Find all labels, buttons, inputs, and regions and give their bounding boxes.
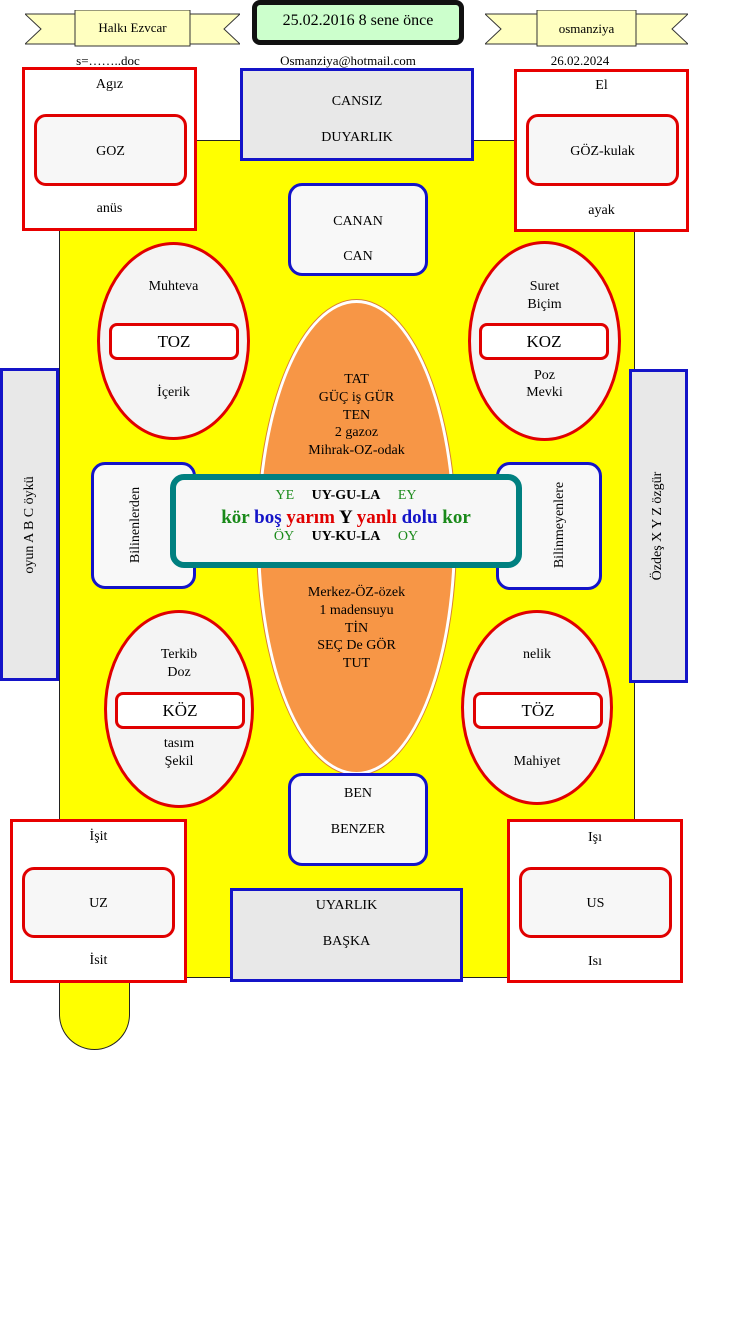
header-title-box bbox=[252, 0, 464, 45]
ellipse-lower-left-top1: Terkib bbox=[160, 647, 198, 662]
corner-top-right-inner-box bbox=[526, 114, 679, 186]
ellipse-upper-left-inner-box bbox=[109, 323, 239, 360]
oval-lower-3: TİN bbox=[344, 621, 369, 636]
right-banner-label: osmanziya bbox=[558, 21, 615, 36]
center-row1-right: EY bbox=[397, 488, 417, 503]
ellipse-lower-right-inner: TÖZ bbox=[521, 701, 555, 720]
center-word-yanli: yanlı bbox=[356, 507, 397, 528]
ellipse-upper-right-bottom2: Mevki bbox=[526, 385, 563, 400]
left-banner-scroll bbox=[25, 10, 240, 47]
corner-bottom-right-bottom: Isı bbox=[588, 954, 602, 969]
corner-top-right-top: El bbox=[595, 78, 608, 93]
center-row3: ÖY UY-KU-LA OY bbox=[170, 528, 522, 545]
oval-lower-5: TUT bbox=[342, 656, 371, 671]
upper-small-box bbox=[288, 183, 428, 276]
center-word-y: Y bbox=[338, 507, 352, 528]
top-center-line1: CANSIZ bbox=[331, 94, 383, 109]
ellipse-upper-right-top1: Suret bbox=[529, 279, 560, 294]
lower-small-line1: BEN bbox=[344, 786, 372, 801]
top-center-line2: DUYARLIK bbox=[321, 130, 393, 145]
corner-bottom-right-top: Işı bbox=[588, 830, 602, 845]
upper-small-line2: CAN bbox=[343, 249, 373, 264]
mid-left-label: Bilinenlerden bbox=[128, 486, 143, 564]
oval-lower-4: SEÇ De GÖR bbox=[317, 638, 396, 653]
corner-bottom-left-top: İşit bbox=[89, 829, 108, 844]
oval-upper-2: GÜÇ iş GÜR bbox=[318, 390, 395, 405]
far-left-label: oyun A B C öykü bbox=[22, 476, 37, 574]
left-banner-label: Halkı Ezvcar bbox=[98, 20, 167, 35]
corner-bottom-right-inner: US bbox=[586, 896, 605, 911]
ellipse-upper-right-bottom1: Poz bbox=[534, 368, 555, 383]
bottom-center-line2: BAŞKA bbox=[322, 934, 371, 949]
mid-right-label: Bilinmeyenlere bbox=[552, 481, 567, 569]
header-right-sub: 26.02.2024 bbox=[550, 53, 610, 68]
far-right-box bbox=[629, 369, 688, 683]
corner-top-right-inner: GÖZ-kulak bbox=[570, 144, 635, 159]
ellipse-lower-left-bottom2: Şekil bbox=[164, 754, 194, 769]
center-word-bos: boş bbox=[254, 507, 282, 528]
ellipse-lower-right-top: nelik bbox=[523, 647, 551, 662]
ellipse-lower-left-inner: KÖZ bbox=[162, 701, 198, 720]
header-email: Osmanziya@hotmail.com bbox=[280, 53, 416, 68]
ellipse-upper-left-top: Muhteva bbox=[148, 279, 199, 294]
bottom-center-line1: UYARLIK bbox=[315, 898, 378, 913]
ellipse-upper-right-top2: Biçim bbox=[527, 297, 562, 312]
center-word-dolu: dolu bbox=[401, 507, 438, 528]
center-row1-left: YE bbox=[275, 488, 295, 503]
far-right-label: Özdeş X Y Z özgür bbox=[650, 471, 665, 581]
center-box bbox=[170, 474, 522, 568]
oval-upper-1: TAT bbox=[344, 372, 369, 387]
far-left-box bbox=[0, 368, 59, 681]
corner-top-right-bottom: ayak bbox=[588, 203, 615, 218]
ellipse-lower-right-bottom: Mahiyet bbox=[513, 754, 561, 769]
ellipse-upper-right-inner-box bbox=[479, 323, 609, 360]
center-row3-right: OY bbox=[397, 529, 419, 544]
oval-lower-1: Merkez-ÖZ-özek bbox=[307, 585, 406, 600]
corner-top-left-inner-box bbox=[34, 114, 187, 186]
corner-bottom-right-inner-box bbox=[519, 867, 672, 938]
center-row3-mid: UY-KU-LA bbox=[311, 529, 381, 544]
corner-top-left-top: Agız bbox=[95, 77, 124, 92]
center-word-kor1: kör bbox=[221, 507, 250, 528]
corner-top-left-bottom: anüs bbox=[96, 201, 123, 216]
header-title: 25.02.2016 8 sene önce bbox=[282, 12, 434, 29]
corner-bottom-left-inner-box bbox=[22, 867, 175, 938]
center-row3-left: ÖY bbox=[273, 529, 295, 544]
ellipse-lower-left-top2: Doz bbox=[167, 665, 191, 680]
center-word-kor2: kor bbox=[442, 507, 471, 528]
oval-upper-3: TEN bbox=[342, 408, 371, 423]
center-word-yarim: yarım bbox=[286, 507, 335, 528]
ellipse-upper-left-inner: TOZ bbox=[157, 332, 191, 351]
bottom-center-box bbox=[230, 888, 463, 982]
ellipse-upper-left-bottom: İçerik bbox=[157, 385, 190, 400]
corner-bottom-left-bottom: İsit bbox=[89, 953, 108, 968]
corner-bottom-left-inner: UZ bbox=[89, 896, 108, 911]
lower-small-box bbox=[288, 773, 428, 866]
ellipse-lower-left-inner-box bbox=[115, 692, 245, 729]
top-center-box bbox=[240, 68, 474, 161]
ellipse-upper-right-inner: KOZ bbox=[526, 332, 562, 351]
oval-lower-2: 1 madensuyu bbox=[319, 603, 394, 618]
center-row2: kör boş yarım Y yanlı dolu kor bbox=[170, 507, 522, 529]
corner-top-left-inner: GOZ bbox=[96, 144, 125, 159]
oval-upper-4: 2 gazoz bbox=[334, 425, 379, 440]
ellipse-lower-right-inner-box bbox=[473, 692, 603, 729]
right-banner-scroll bbox=[485, 10, 688, 47]
upper-small-line1: CANAN bbox=[333, 214, 383, 229]
center-row1-mid: UY-GU-LA bbox=[311, 488, 381, 503]
oval-upper-5: Mihrak-OZ-odak bbox=[308, 443, 405, 458]
header-left-sub: s=……..doc bbox=[76, 53, 140, 68]
ellipse-lower-left-bottom1: tasım bbox=[163, 736, 195, 751]
lower-small-line2: BENZER bbox=[330, 822, 386, 837]
center-row1: YE UY-GU-LA EY bbox=[170, 487, 522, 504]
